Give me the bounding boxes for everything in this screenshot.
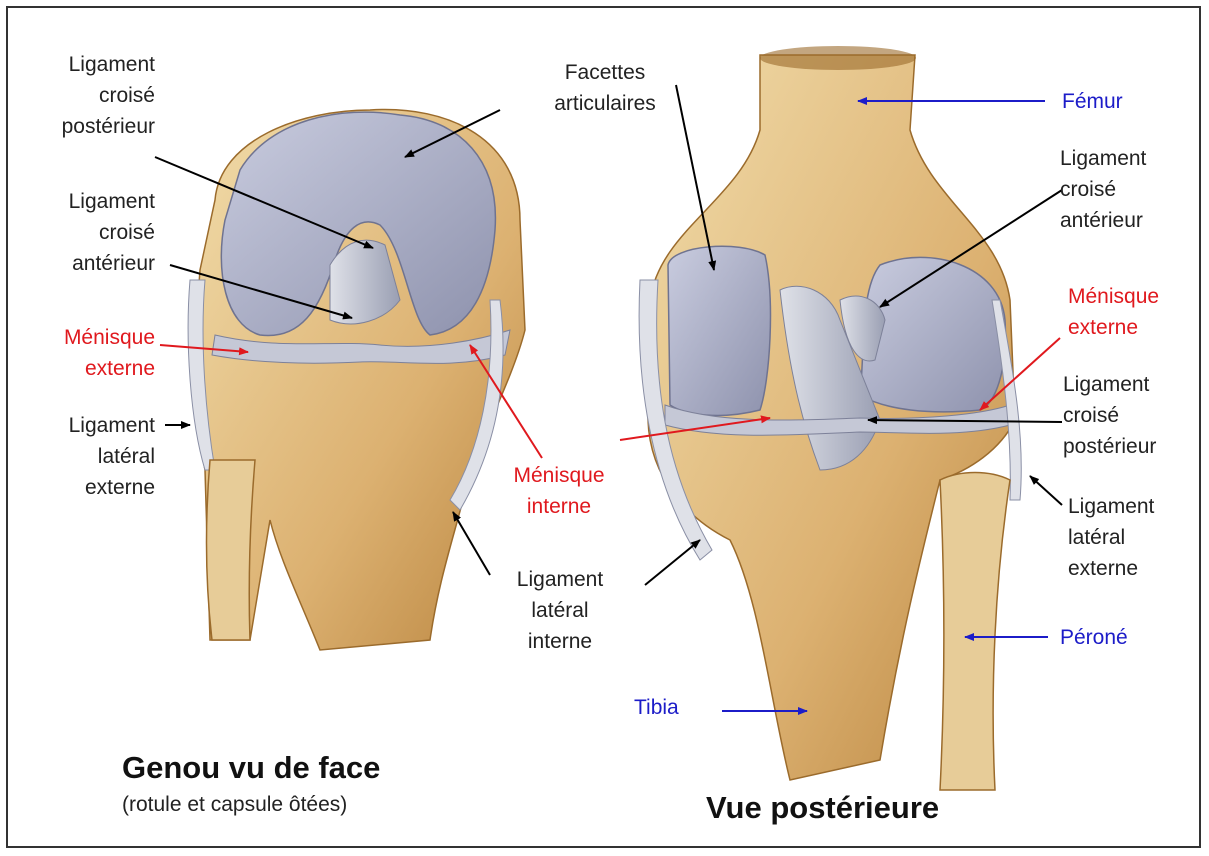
label-line: antérieur: [15, 248, 155, 279]
label-line: interne: [484, 491, 634, 522]
back-lle-label: Ligament latéral externe: [1068, 491, 1154, 584]
lli-label: Ligament latéral interne: [485, 564, 635, 657]
label-line: articulaires: [525, 88, 685, 119]
label-line: Ménisque: [484, 460, 634, 491]
label-line: croisé: [1060, 174, 1146, 205]
label-line: Ligament: [15, 49, 155, 80]
label-line: croisé: [1063, 400, 1156, 431]
front-knee-drawing: [188, 110, 525, 650]
femur-label: Fémur: [1062, 86, 1123, 117]
label-line: Ligament: [1068, 491, 1154, 522]
label-line: Ligament: [485, 564, 635, 595]
perone-label: Péroné: [1060, 622, 1128, 653]
label-line: externe: [1068, 553, 1154, 584]
tibia-label: Tibia: [634, 692, 679, 723]
label-line: Ligament: [1060, 143, 1146, 174]
front-lca-label: Ligament croisé antérieur: [15, 186, 155, 279]
front-menisque-externe-label: Ménisque externe: [15, 322, 155, 384]
back-lca-label: Ligament croisé antérieur: [1060, 143, 1146, 236]
label-line: Ligament: [15, 186, 155, 217]
label-line: latéral: [485, 595, 635, 626]
front-view-subtitle: (rotule et capsule ôtées): [122, 793, 347, 817]
front-lcp-label: Ligament croisé postérieur: [15, 49, 155, 142]
label-line: Ligament: [1063, 369, 1156, 400]
back-knee-drawing: [639, 46, 1021, 790]
label-line: postérieur: [1063, 431, 1156, 462]
label-line: croisé: [15, 80, 155, 111]
facettes-label: Facettes articulaires: [525, 57, 685, 119]
back-view-title: Vue postérieure: [706, 790, 939, 826]
label-line: externe: [15, 353, 155, 384]
label-line: externe: [15, 472, 155, 503]
label-line: Facettes: [525, 57, 685, 88]
label-line: antérieur: [1060, 205, 1146, 236]
label-line: Ligament: [15, 410, 155, 441]
menisque-interne-label: Ménisque interne: [484, 460, 634, 522]
label-line: latéral: [1068, 522, 1154, 553]
front-view-title: Genou vu de face: [122, 750, 380, 786]
label-line: latéral: [15, 441, 155, 472]
label-line: croisé: [15, 217, 155, 248]
label-line: postérieur: [15, 111, 155, 142]
back-lcp-label: Ligament croisé postérieur: [1063, 369, 1156, 462]
front-lle-label: Ligament latéral externe: [15, 410, 155, 503]
back-menisque-externe-label: Ménisque externe: [1068, 281, 1159, 343]
label-line: Ménisque: [1068, 281, 1159, 312]
label-line: Ménisque: [15, 322, 155, 353]
label-line: externe: [1068, 312, 1159, 343]
label-line: interne: [485, 626, 635, 657]
